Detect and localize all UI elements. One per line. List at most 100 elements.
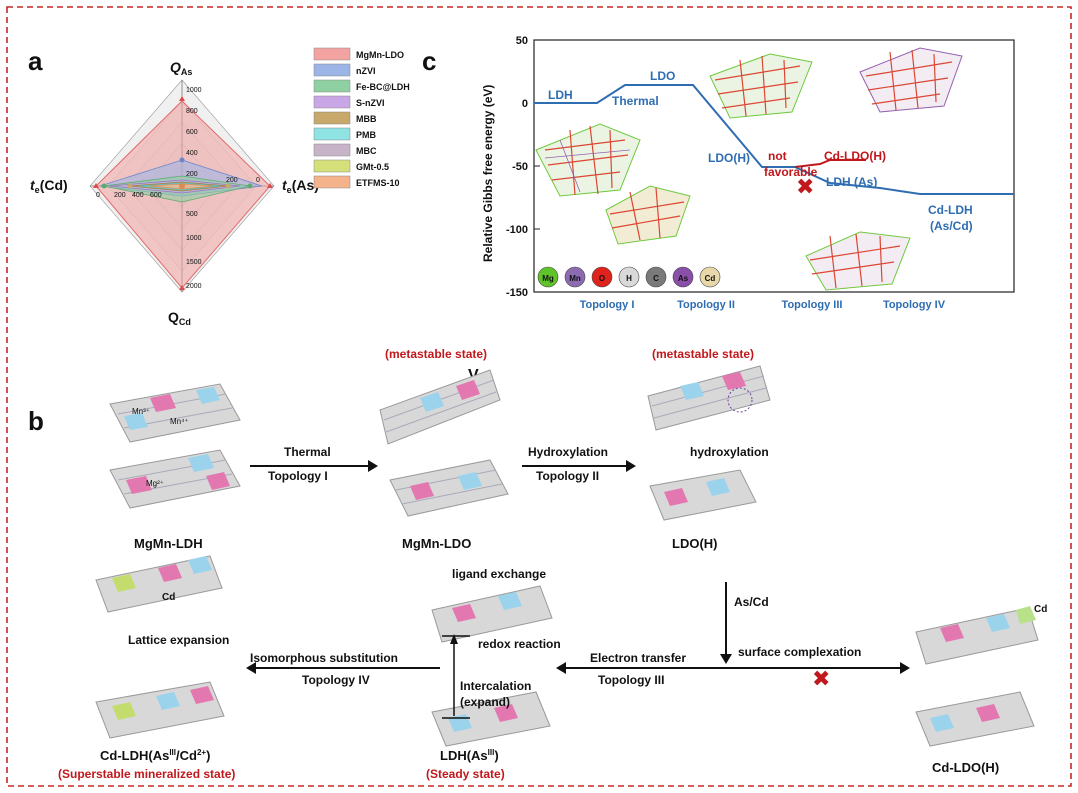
- atom-label: Mn: [569, 274, 581, 283]
- energy-y-tick-label: -100: [506, 224, 528, 236]
- label-favorable: favorable: [764, 165, 818, 179]
- cross-icon: ✖: [812, 666, 830, 691]
- label-metastable-2: (metastable state): [652, 347, 754, 361]
- label-cd-small: Cd: [1034, 604, 1047, 615]
- atom-swatch: [699, 266, 721, 288]
- label-expand: (expand): [460, 695, 510, 709]
- atom-swatch: [537, 266, 559, 288]
- legend-swatch: [313, 127, 351, 141]
- marker-nzvi: [179, 157, 185, 163]
- atom-swatch: [645, 266, 667, 288]
- label-electron-transfer: Electron transfer: [590, 651, 686, 665]
- marker-fe-bc-ldh: [247, 183, 253, 189]
- legend-swatch: [313, 47, 351, 61]
- label-redox: redox reaction: [478, 637, 561, 651]
- label-cd-ldh: Cd-LDH: [928, 203, 973, 217]
- legend-label: PMB: [356, 130, 377, 140]
- arrowhead: [626, 460, 636, 472]
- structure-cd-ldh-top: [95, 555, 223, 613]
- radar-tick-right: 0: [256, 177, 260, 184]
- label-cd-ldh: Cd-LDH(AsIII/Cd2+): [100, 748, 210, 763]
- panel-label-b: b: [28, 406, 44, 436]
- radar-tick-top: 1000: [186, 87, 202, 94]
- atom-label: As: [678, 274, 689, 283]
- arrowhead: [720, 654, 732, 664]
- radar-tick-bottom: 1000: [186, 235, 202, 242]
- arrowhead: [368, 460, 378, 472]
- energy-x-tick-labels: Topology I Topology II Topology III Topolog…: [580, 299, 946, 311]
- legend-label: MBB: [356, 114, 377, 124]
- energy-y-tick-labels: 500-50-100-150: [506, 35, 540, 299]
- label-thermal: Thermal: [612, 94, 659, 108]
- structure-cd-ldh-bottom: [95, 681, 225, 739]
- label-thermal-step: Thermal: [284, 445, 331, 459]
- energy-x-tick-label: Topology III: [782, 299, 843, 311]
- label-not: not: [768, 149, 787, 163]
- energy-y-tick-label: 0: [522, 98, 528, 110]
- radar-tick-bottom: 2000: [186, 283, 202, 290]
- legend-swatch: [313, 79, 351, 93]
- label-mgmn-ldo: MgMn-LDO: [402, 536, 471, 551]
- radar-tick-bottom: 1500: [186, 259, 202, 266]
- energy-y-tick-label: -150: [506, 287, 528, 299]
- label-isomorphous: Isomorphous substitution: [250, 651, 398, 665]
- structure-cd-ldoh: [915, 606, 1039, 747]
- legend-swatch: [313, 95, 351, 109]
- legend-swatch: [313, 111, 351, 125]
- panel-label-c: c: [422, 46, 436, 76]
- structure-ldh: [535, 123, 641, 197]
- atom-swatch: [564, 266, 586, 288]
- radar-chart: QAs QCd te(Cd) te(As) 100080060040020050…: [30, 47, 410, 327]
- label-mgmn-ldh: MgMn-LDH: [134, 536, 203, 551]
- legend-label: ETFMS-10: [356, 178, 400, 188]
- label-hydroxylation-small: hydroxylation: [690, 445, 769, 459]
- ion-mn4: Mn⁴⁺: [170, 417, 189, 426]
- label-topology-4: Topology IV: [302, 673, 370, 687]
- label-cd: Cd: [162, 592, 175, 603]
- label-ldoh: LDO(H): [672, 536, 718, 551]
- energy-x-tick-label: Topology II: [677, 299, 735, 311]
- label-ldh: LDH: [548, 88, 573, 102]
- label-intercalation: Intercalation: [460, 679, 531, 693]
- label-surface-complexation: surface complexation: [738, 645, 861, 659]
- marker-fe-bc-ldh: [101, 183, 107, 189]
- structure-ldoh-top: [647, 365, 771, 521]
- atom-label: Cd: [705, 274, 716, 283]
- label-cd-ldoh: Cd-LDO(H): [824, 149, 886, 163]
- radar-tick-bottom: 500: [186, 211, 198, 218]
- label-ldo: LDO: [650, 69, 675, 83]
- energy-y-tick-label: 50: [516, 35, 528, 47]
- label-superstable: (Superstable mineralized state): [58, 767, 235, 781]
- label-topology-3: Topology III: [598, 673, 664, 687]
- radar-tick-top: 400: [186, 150, 198, 157]
- structure-cd-ldh: [805, 231, 911, 291]
- energy-x-tick-label: Topology IV: [883, 299, 946, 311]
- label-cd-ldoh: Cd-LDO(H): [932, 760, 999, 775]
- legend-label: GMt-0.5: [356, 162, 389, 172]
- energy-x-tick-label: Topology I: [580, 299, 635, 311]
- atom-swatch: [618, 266, 640, 288]
- label-as-cd: As/Cd: [734, 595, 769, 609]
- radar-tick-left: 600: [150, 192, 162, 199]
- legend-swatch: [313, 175, 351, 189]
- label-lattice-expansion: Lattice expansion: [128, 633, 229, 647]
- energy-path: [534, 84, 1014, 195]
- panel-label-a: a: [28, 46, 43, 76]
- energy-path-unfavorable: [794, 159, 866, 168]
- radar-tick-top: 200: [186, 171, 198, 178]
- legend-swatch: [313, 159, 351, 173]
- label-topology-1: Topology I: [268, 469, 328, 483]
- outer-frame: [6, 6, 1072, 787]
- label-hydroxylation: Hydroxylation: [528, 445, 608, 459]
- legend-label: nZVI: [356, 66, 376, 76]
- arrowhead: [246, 662, 256, 674]
- structure-ldoh: [605, 185, 691, 245]
- label-as-cd: (As/Cd): [930, 219, 973, 233]
- arrowhead: [900, 662, 910, 674]
- label-steady: (Steady state): [426, 767, 505, 781]
- structure-mgmn-ldo: [379, 369, 509, 517]
- cross-icon: ✖: [796, 174, 814, 199]
- atom-label: C: [653, 274, 659, 283]
